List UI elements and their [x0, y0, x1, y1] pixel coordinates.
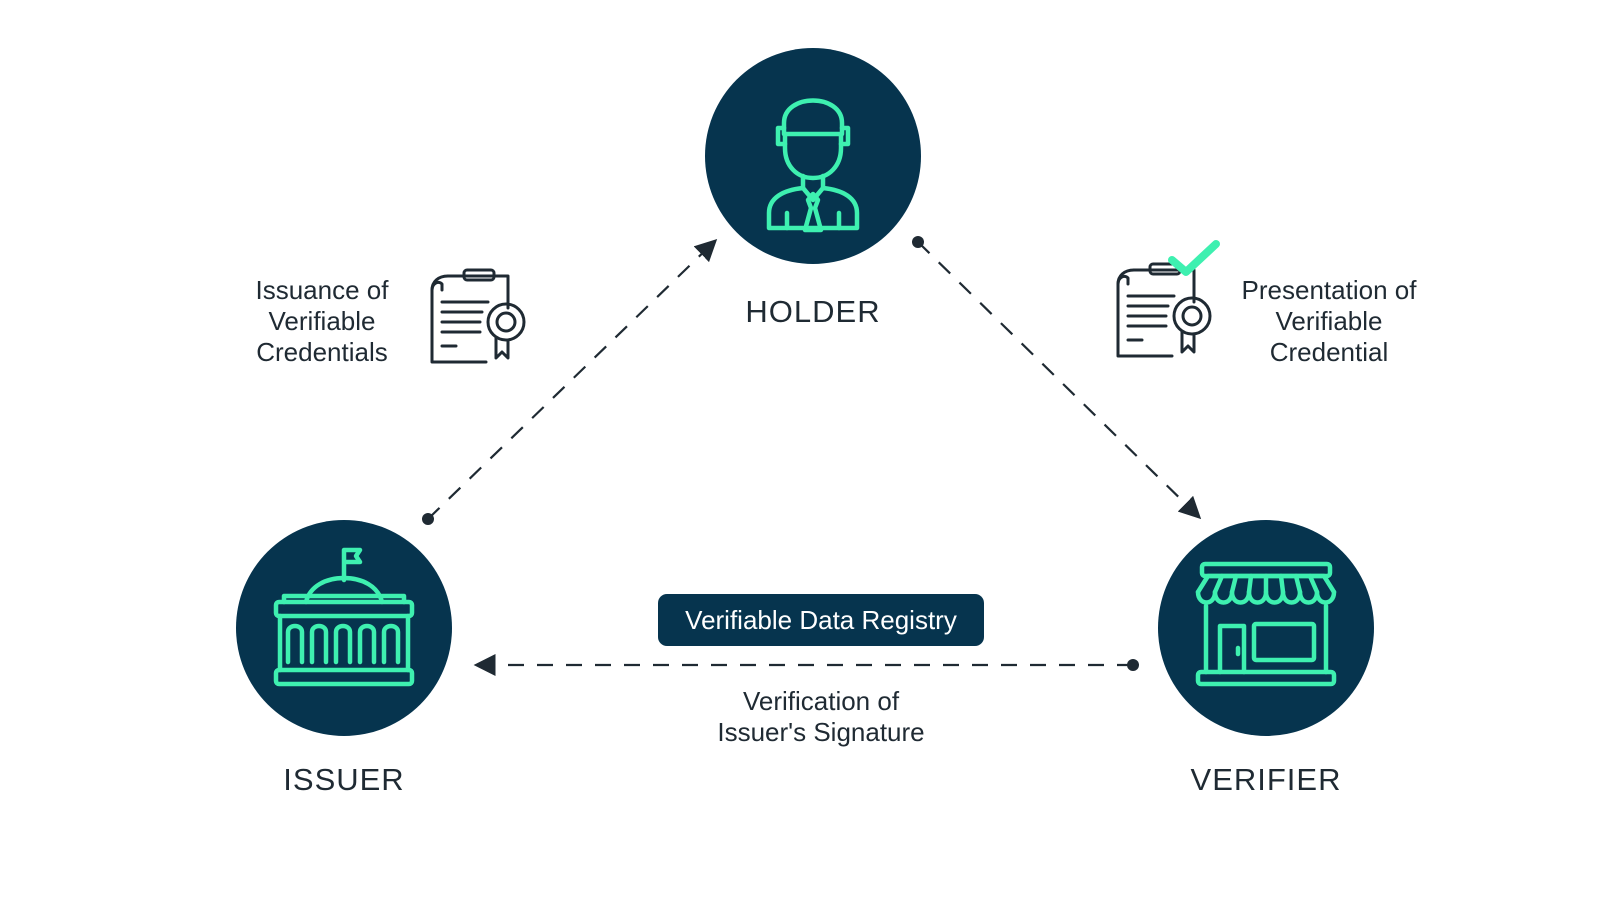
person-icon: [766, 98, 860, 233]
arrow-holder-to-verifier: [912, 236, 1202, 520]
holder-label: HOLDER: [745, 294, 881, 329]
issuance-line-1: Issuance of: [255, 275, 389, 305]
verification-line-1: Verification of: [742, 686, 900, 716]
arrow-issuer-to-holder: [422, 238, 718, 525]
arrow-verifier-to-issuer: [473, 654, 1139, 676]
government-building-icon: [273, 547, 415, 687]
verification-description: Verification of Issuer's Signature: [681, 686, 961, 748]
presentation-line-2: Verifiable: [1275, 306, 1383, 336]
presentation-line-1: Presentation of: [1241, 275, 1417, 305]
presentation-description: Presentation of Verifiable Credential: [1224, 275, 1434, 368]
verifier-label: VERIFIER: [1190, 762, 1342, 797]
issuer-node: [236, 520, 452, 736]
issuance-line-2: Verifiable: [268, 306, 376, 336]
verifier-node: [1158, 520, 1374, 736]
holder-node: [705, 48, 921, 264]
verified-certificate-icon: [1116, 240, 1220, 358]
issuer-label: ISSUER: [283, 762, 405, 797]
check-icon: [1168, 240, 1220, 276]
storefront-icon: [1195, 561, 1337, 687]
issuance-line-3: Credentials: [256, 337, 388, 367]
verification-line-2: Issuer's Signature: [717, 717, 925, 747]
data-registry-badge: Verifiable Data Registry: [658, 594, 984, 646]
issuance-description: Issuance of Verifiable Credentials: [244, 275, 400, 368]
presentation-line-3: Credential: [1269, 337, 1389, 367]
certificate-icon: [430, 268, 526, 364]
